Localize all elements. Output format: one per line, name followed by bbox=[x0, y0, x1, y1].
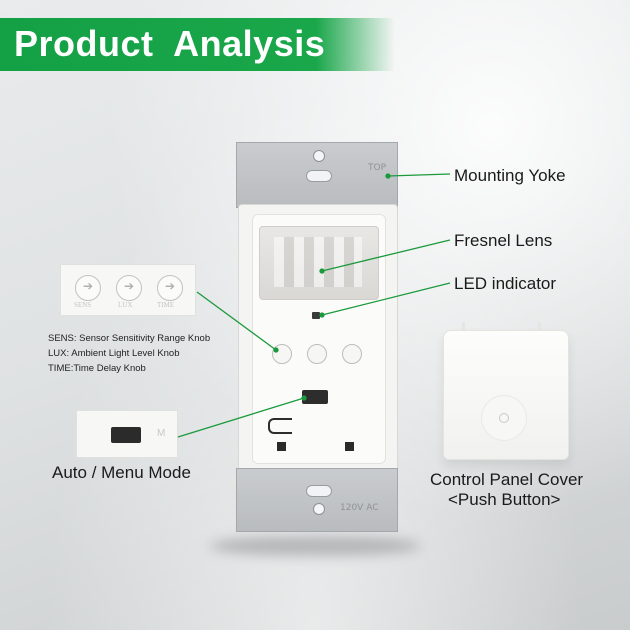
fresnel-lens bbox=[259, 226, 379, 300]
time-knob-detail: ➔ bbox=[157, 275, 183, 301]
led-indicator-label: LED indicator bbox=[454, 274, 557, 293]
lux-knob bbox=[307, 344, 327, 364]
legend-sens: SENS: Sensor Sensitivity Range Knob bbox=[48, 333, 211, 344]
yoke-hole bbox=[313, 150, 325, 162]
leader-dot bbox=[301, 395, 307, 401]
knob-label: SENS bbox=[74, 301, 92, 309]
top-marking: TOP bbox=[368, 163, 387, 173]
title-banner: Product Analysis bbox=[0, 18, 395, 71]
arrow-icon: ➔ bbox=[82, 279, 94, 293]
knob-detail-inset: ➔ ➔ ➔ SENS LUX TIME bbox=[60, 264, 196, 316]
auto-menu-switch bbox=[302, 390, 328, 404]
rating-marking: 120V AC bbox=[340, 503, 379, 513]
yoke-slot bbox=[306, 485, 332, 497]
time-knob bbox=[342, 344, 362, 364]
cover-tab bbox=[462, 322, 465, 332]
leader-dot bbox=[319, 268, 325, 274]
push-button bbox=[481, 395, 527, 441]
push-button-label: <Push Button> bbox=[448, 490, 561, 509]
legend-lux: LUX: Ambient Light Level Knob bbox=[48, 348, 180, 359]
switch-detail-inset: M bbox=[76, 410, 178, 458]
mode-switch-detail bbox=[111, 427, 141, 443]
leader-dot bbox=[319, 312, 325, 318]
yoke-slot bbox=[306, 170, 332, 182]
terminal-square bbox=[277, 442, 286, 451]
cover-tab bbox=[538, 322, 541, 332]
leader-fresnel-lens bbox=[321, 239, 451, 272]
leader-dot bbox=[385, 173, 391, 179]
leader-mounting-yoke bbox=[387, 173, 451, 177]
leader-switch bbox=[177, 397, 305, 438]
auto-menu-mode-label: Auto / Menu Mode bbox=[52, 463, 191, 482]
arrow-icon: ➔ bbox=[164, 279, 176, 293]
page-title: Product Analysis bbox=[14, 23, 326, 64]
knob-label: LUX bbox=[118, 301, 133, 309]
lux-knob-detail: ➔ bbox=[116, 275, 142, 301]
yoke-hole bbox=[313, 503, 325, 515]
knob-label: TIME bbox=[157, 301, 175, 309]
mounting-yoke-label: Mounting Yoke bbox=[454, 166, 566, 185]
terminal-square bbox=[345, 442, 354, 451]
fresnel-lens-label: Fresnel Lens bbox=[454, 231, 553, 250]
leader-dot bbox=[273, 347, 279, 353]
device-shadow bbox=[210, 536, 420, 556]
sens-knob-detail: ➔ bbox=[75, 275, 101, 301]
leader-knobs bbox=[196, 291, 277, 351]
cover-clip bbox=[268, 418, 292, 434]
leader-led bbox=[321, 282, 451, 316]
cover-label: Control Panel Cover bbox=[430, 470, 584, 489]
led-indicator bbox=[312, 312, 320, 319]
arrow-icon: ➔ bbox=[123, 279, 135, 293]
menu-marking: M bbox=[157, 428, 166, 439]
legend-time: TIME:Time Delay Knob bbox=[48, 363, 146, 374]
mounting-yoke-bottom bbox=[236, 468, 398, 532]
